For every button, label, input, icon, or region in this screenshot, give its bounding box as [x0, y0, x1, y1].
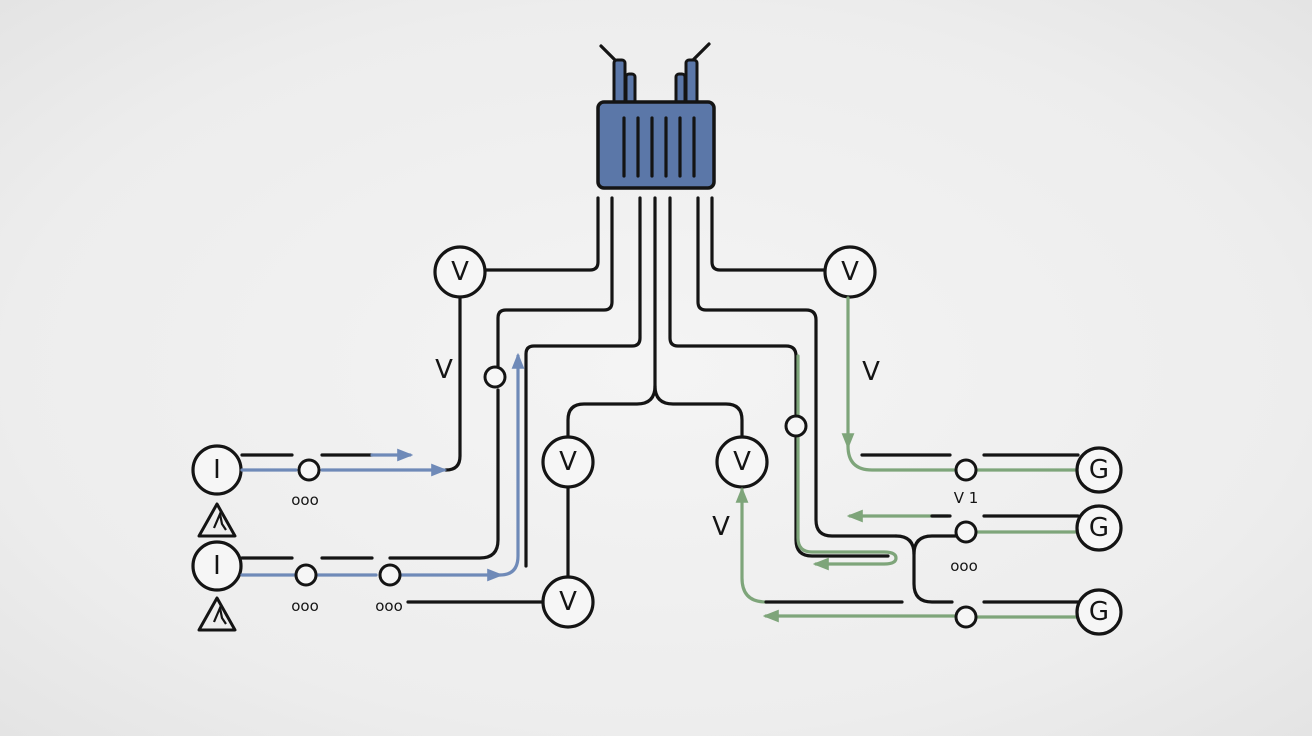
generator-symbol: G	[1089, 513, 1109, 543]
meter-symbol: V	[733, 447, 751, 477]
transformer-bushing-right-inner	[674, 72, 687, 106]
voltmeter-icon	[541, 575, 595, 629]
meter-symbol: V	[559, 587, 577, 617]
voltmeter-center-left: V	[541, 435, 595, 489]
feeder-lines	[388, 196, 960, 604]
voltmeter-icon	[541, 435, 595, 489]
voltmeter-top-left: V	[433, 245, 487, 299]
node-caption: ooo	[375, 597, 403, 615]
node-caption: ooo	[950, 557, 978, 575]
node	[483, 365, 507, 389]
left-source-top: I ooo	[191, 444, 448, 538]
node-caption: V 1	[954, 489, 979, 507]
voltage-label-left: V	[435, 355, 453, 385]
warning-triangle-icon	[197, 596, 237, 632]
meter-symbol: V	[841, 257, 859, 287]
generator-icon	[1075, 588, 1123, 636]
node	[294, 563, 318, 587]
transformer	[596, 42, 716, 190]
transformer-body	[596, 100, 716, 190]
generator-symbol: G	[1089, 597, 1109, 627]
blue-flow-riser	[498, 352, 525, 577]
right-branch-mid: ooo G	[930, 504, 1123, 575]
node	[954, 520, 978, 544]
green-flow-top-return	[846, 444, 956, 472]
node	[297, 458, 321, 482]
generator-symbol: G	[1089, 455, 1109, 485]
transformer-bushing-right	[684, 58, 699, 106]
voltmeter-icon	[823, 245, 877, 299]
generator-icon	[1075, 504, 1123, 552]
voltmeter-icon	[433, 245, 487, 299]
left-source-bottom: I ooo ooo	[191, 540, 544, 632]
green-flow-loop	[796, 354, 898, 571]
voltmeter-bottom: V	[541, 575, 595, 629]
transformer-bushing-left-inner	[624, 72, 637, 106]
node-caption: ooo	[291, 597, 319, 615]
node	[954, 605, 978, 629]
warning-triangle-icon	[197, 502, 237, 538]
current-source-icon	[191, 540, 243, 592]
voltage-label-lower-right: V	[712, 512, 730, 542]
voltage-label-right: V	[862, 357, 880, 387]
generator-icon	[1075, 446, 1123, 494]
node-caption: ooo	[291, 491, 319, 509]
transformer-bushing-left	[612, 58, 627, 106]
green-flow-rise	[735, 486, 768, 604]
right-branch-bottom: G	[954, 588, 1123, 636]
node	[378, 563, 402, 587]
node	[954, 458, 978, 482]
right-branch-top: V 1 G	[860, 446, 1123, 507]
node	[784, 414, 808, 438]
meter-symbol: V	[559, 447, 577, 477]
transformer-icon	[596, 42, 716, 190]
voltmeter-top-right: V	[823, 245, 877, 299]
source-symbol: I	[213, 551, 221, 581]
meter-symbol: V	[451, 257, 469, 287]
voltmeter-center-right: V	[715, 435, 769, 489]
source-symbol: I	[213, 455, 221, 485]
